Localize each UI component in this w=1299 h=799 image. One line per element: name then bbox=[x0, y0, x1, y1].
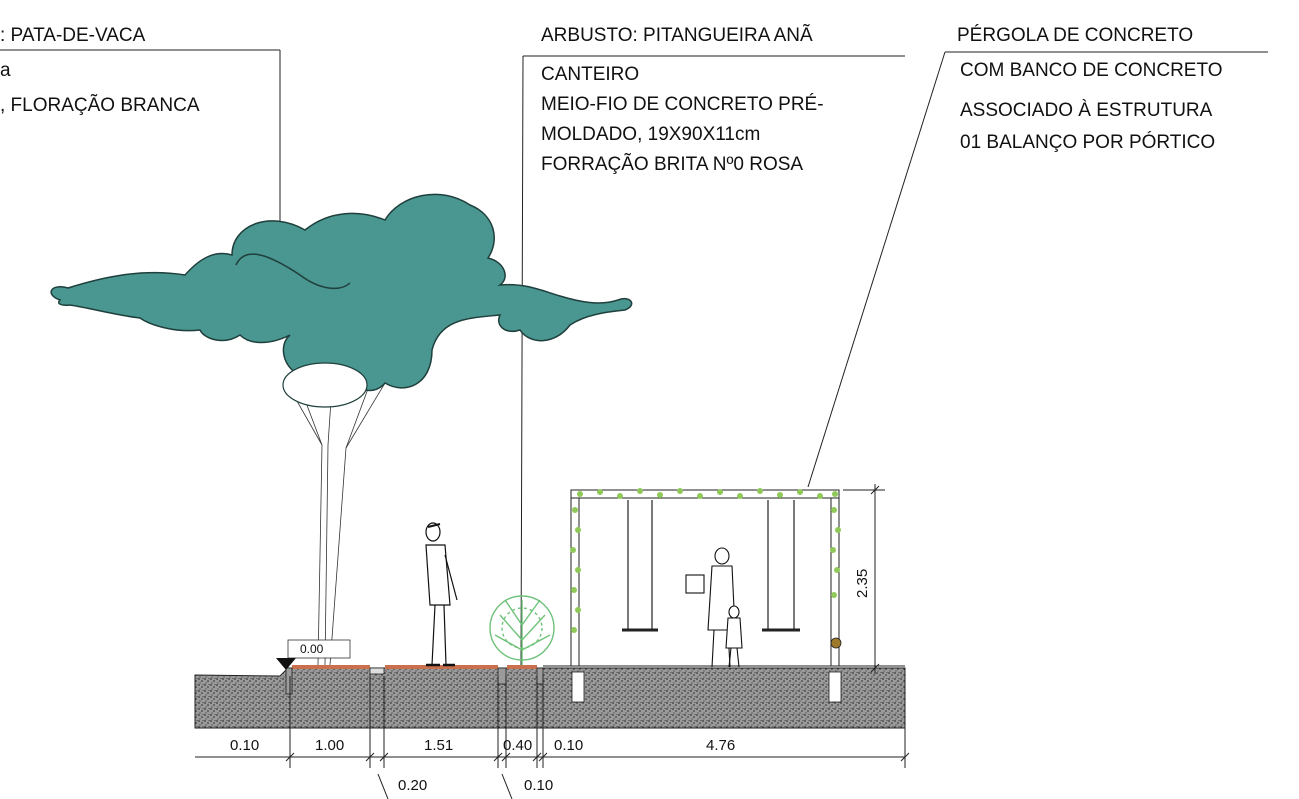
bed-line3-label: MOLDADO, 19X90X11cm bbox=[541, 124, 760, 145]
dim-label-4: 0.40 bbox=[503, 737, 532, 754]
level-label: 0.00 bbox=[300, 642, 324, 656]
tree-figure bbox=[50, 193, 633, 666]
tree-line2-label: a bbox=[0, 60, 11, 81]
dim-label-3: 1.51 bbox=[424, 737, 453, 754]
pergola-line1-label: PÉRGOLA DE CONCRETO bbox=[957, 25, 1193, 46]
tree-line3-label: , FLORAÇÃO BRANCA bbox=[0, 94, 200, 116]
dim-label-2: 1.00 bbox=[315, 737, 344, 754]
bed-line2-label: MEIO-FIO DE CONCRETO PRÉ- bbox=[541, 94, 824, 115]
bed-line1-label: CANTEIRO bbox=[541, 64, 639, 85]
pergola-annotation: PÉRGOLA DE CONCRETO COM BANCO DE CONCRET… bbox=[807, 25, 1268, 488]
dim-label-7: 0.20 bbox=[398, 777, 427, 794]
tree-title-label: : PATA-DE-VACA bbox=[0, 25, 146, 46]
man-figure bbox=[425, 522, 458, 667]
pergola-line3-label: ASSOCIADO À ESTRUTURA bbox=[960, 100, 1213, 121]
shrub-title-label: ARBUSTO: PITANGUEIRA ANÃ bbox=[541, 24, 813, 46]
pergola-structure bbox=[570, 488, 842, 668]
shrub-figure bbox=[489, 595, 555, 665]
dim-label-6: 4.76 bbox=[706, 737, 735, 754]
ground-section bbox=[194, 665, 906, 729]
pergola-line4-label: 01 BALANÇO POR PÓRTICO bbox=[960, 131, 1215, 153]
dim-label-5: 0.10 bbox=[554, 737, 583, 754]
shrub-annotation: ARBUSTO: PITANGUEIRA ANÃ CANTEIRO MEIO-F… bbox=[520, 24, 905, 669]
bed-line4-label: FORRAÇÃO BRITA Nº0 ROSA bbox=[541, 153, 803, 175]
dim-label-1: 0.10 bbox=[230, 737, 259, 754]
pergola-line2-label: COM BANCO DE CONCRETO bbox=[960, 60, 1223, 81]
tree-canopy bbox=[50, 193, 633, 392]
height-dimension: 2.35 bbox=[843, 484, 885, 674]
height-label: 2.35 bbox=[854, 569, 871, 598]
dimension-chain: 0.10 1.00 1.51 0.40 0.10 4.76 0.20 0.10 bbox=[195, 676, 910, 799]
level-marker: 0.00 bbox=[276, 639, 351, 670]
dim-label-8: 0.10 bbox=[524, 777, 553, 794]
